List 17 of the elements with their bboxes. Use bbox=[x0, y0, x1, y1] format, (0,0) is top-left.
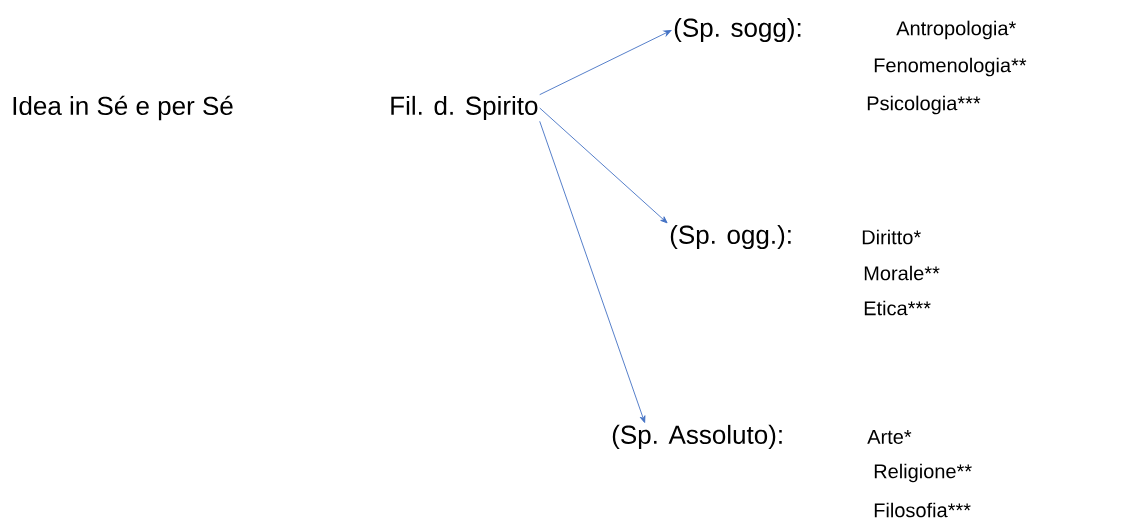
category-text: Fil. d. Spirito bbox=[391, 95, 538, 121]
arrow bbox=[539, 107, 668, 224]
arrow bbox=[539, 30, 672, 96]
category-text: (Sp. ogg.): bbox=[670, 224, 791, 250]
list-item: Religione** bbox=[874, 463, 972, 483]
category-text: (Sp. Assoluto): bbox=[612, 424, 782, 450]
list-item: Fenomenologia** bbox=[874, 57, 1027, 77]
list-item: Arte* bbox=[867, 430, 912, 444]
category-text: (Sp. sogg): bbox=[674, 17, 801, 43]
list-item: Morale** bbox=[864, 265, 940, 281]
list-item: Psicologia*** bbox=[867, 95, 981, 115]
list-item: Antropologia* bbox=[896, 20, 1016, 40]
list-item: Diritto* bbox=[862, 229, 921, 245]
list-item: Etica*** bbox=[864, 300, 931, 316]
arrow bbox=[539, 120, 646, 423]
heading-text: Idea in Sé e per Sé bbox=[13, 95, 233, 121]
list-item: Filosofia*** bbox=[874, 502, 971, 518]
